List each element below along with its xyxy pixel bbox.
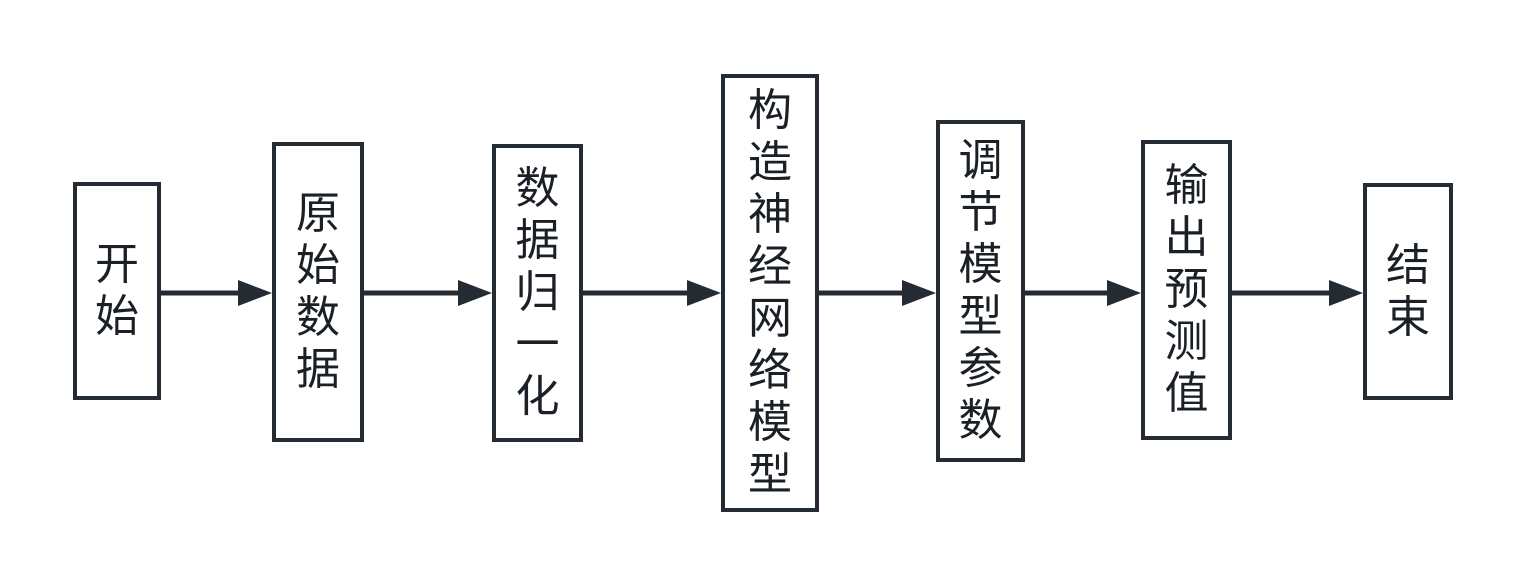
flow-node-label-end: 结束 — [1386, 239, 1430, 343]
flow-node-output[interactable]: 输出预测值 — [1141, 140, 1232, 440]
arrowhead-icon — [687, 280, 721, 306]
flow-node-label-build-model: 构造神经网络模型 — [748, 85, 792, 500]
flow-node-end[interactable]: 结束 — [1363, 183, 1453, 400]
flow-edge-e6 — [1232, 280, 1363, 306]
arrowhead-icon — [238, 280, 272, 306]
flow-edge-e3 — [583, 280, 721, 306]
flow-node-normalize[interactable]: 数据归一化 — [492, 144, 583, 442]
flow-node-label-raw-data: 原始数据 — [296, 188, 340, 395]
arrowhead-icon — [458, 280, 492, 306]
flow-node-label-start: 开始 — [95, 239, 139, 342]
flow-edge-e4 — [819, 280, 936, 306]
flow-node-label-normalize: 数据归一化 — [515, 163, 560, 422]
flow-node-raw-data[interactable]: 原始数据 — [272, 142, 364, 442]
arrowhead-icon — [902, 280, 936, 306]
flow-edge-e5 — [1025, 280, 1141, 306]
flow-edge-e1 — [161, 280, 272, 306]
flow-node-tune-params[interactable]: 调节模型参数 — [936, 120, 1025, 462]
flow-node-build-model[interactable]: 构造神经网络模型 — [721, 74, 819, 512]
flow-node-label-tune-params: 调节模型参数 — [958, 135, 1003, 446]
flow-node-label-output: 输出预测值 — [1164, 160, 1209, 419]
flow-node-start[interactable]: 开始 — [73, 182, 161, 400]
flow-edge-e2 — [364, 280, 492, 306]
arrowhead-icon — [1329, 280, 1363, 306]
arrowhead-icon — [1107, 280, 1141, 306]
